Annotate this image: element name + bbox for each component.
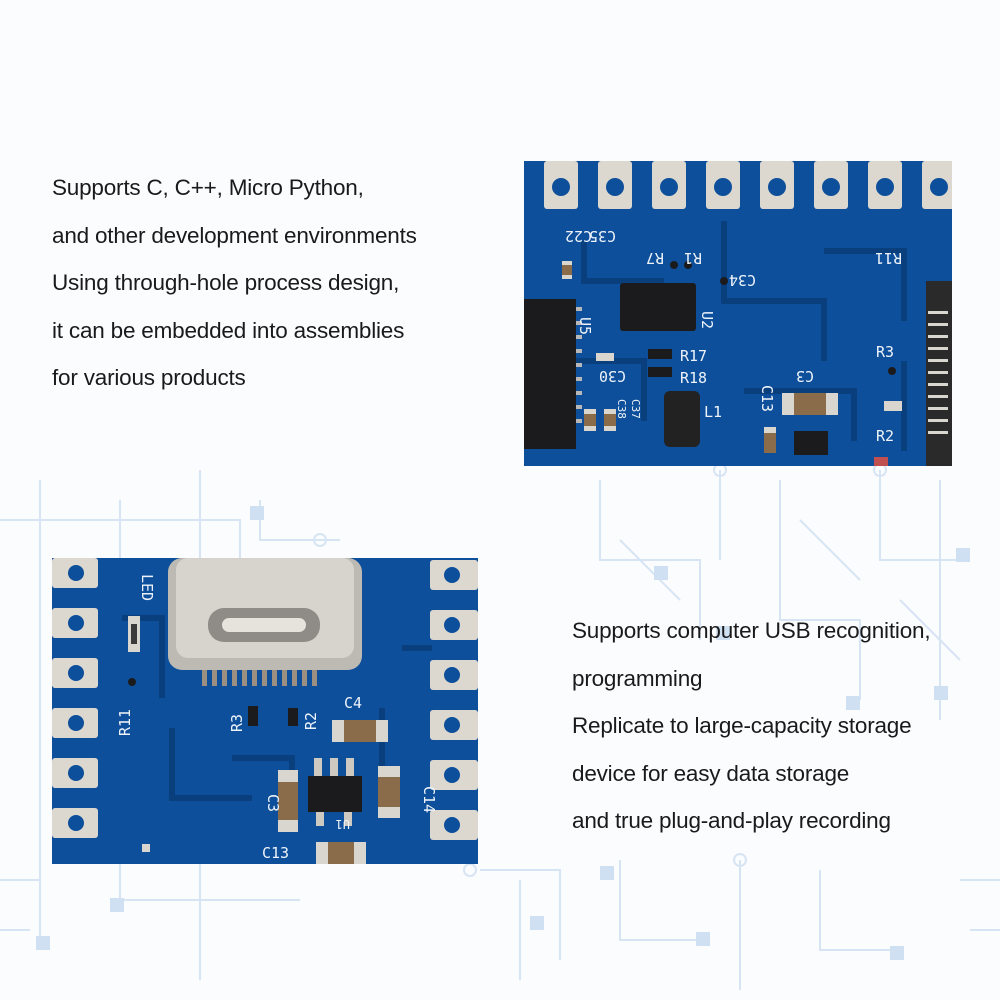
silk-label: C3: [264, 794, 282, 812]
silk-label: R2: [876, 427, 894, 445]
feature-line: for various products: [52, 365, 246, 390]
silk-label: C4: [344, 694, 362, 712]
feature-line: Using through-hole process design,: [52, 270, 400, 295]
silk-label: C13: [758, 385, 776, 412]
feature-line: Replicate to large-capacity storage: [572, 713, 912, 738]
silk-label: R18: [680, 369, 707, 387]
feature-line: it can be embedded into assemblies: [52, 317, 405, 343]
smd-components: [128, 678, 400, 864]
silk-label: R11: [875, 249, 902, 267]
usb-c-connector: [168, 558, 362, 686]
feature-line: Supports C, C++, Micro Python,: [52, 175, 364, 200]
feature-description-bottom: Supports computer USB recognition, progr…: [572, 607, 931, 845]
chip-u2: [620, 283, 696, 331]
feature-description-top: Supports C, C++, Micro Python, and other…: [52, 164, 417, 402]
silk-label: U1: [336, 817, 350, 831]
feature-line: and true plug-and-play recording: [572, 808, 891, 833]
pcb-closeup-bottom-photo: LED R11 R3 R2 C4 C3 C14 C13 U1: [52, 558, 478, 864]
inductor-l1: [664, 391, 700, 447]
silk-label: U2: [698, 311, 716, 329]
feature-line: and other development environments: [52, 222, 417, 248]
silk-label: U5: [576, 317, 594, 335]
feature-line: Supports computer USB recognition,: [572, 618, 931, 643]
feature-line: programming: [572, 665, 703, 691]
silk-label: LED: [138, 574, 156, 601]
silk-label: R11: [116, 709, 134, 736]
pcb-closeup-top-photo: C22 C35 R7 R1 C34 R11 U5 U2 R17 R18 C30 …: [524, 161, 952, 466]
silk-label: C14: [420, 786, 438, 813]
chip-u5: [524, 299, 576, 449]
silk-label: R3: [228, 714, 246, 732]
silk-label: R3: [876, 343, 894, 361]
through-hole-pads-left: [52, 558, 98, 838]
feature-line: device for easy data storage: [572, 760, 850, 786]
chip-u1: [308, 776, 362, 812]
silk-label: C3: [796, 367, 814, 385]
silk-label: C13: [262, 844, 289, 862]
silk-label: C38: [615, 399, 628, 419]
silk-label: C34: [729, 271, 756, 289]
silk-label: C37: [629, 399, 642, 419]
through-hole-pad-row: [544, 161, 952, 209]
silk-label: C22: [565, 227, 592, 245]
smd-components: [562, 261, 902, 466]
silk-label: R2: [302, 712, 320, 730]
silk-label: C30: [599, 367, 626, 385]
silk-label: L1: [704, 403, 722, 421]
silk-label: R17: [680, 347, 707, 365]
silk-label: R7: [646, 249, 664, 267]
through-hole-pads-right: [430, 560, 478, 840]
silk-label: R1: [684, 249, 702, 267]
silk-label: C35: [589, 227, 616, 245]
